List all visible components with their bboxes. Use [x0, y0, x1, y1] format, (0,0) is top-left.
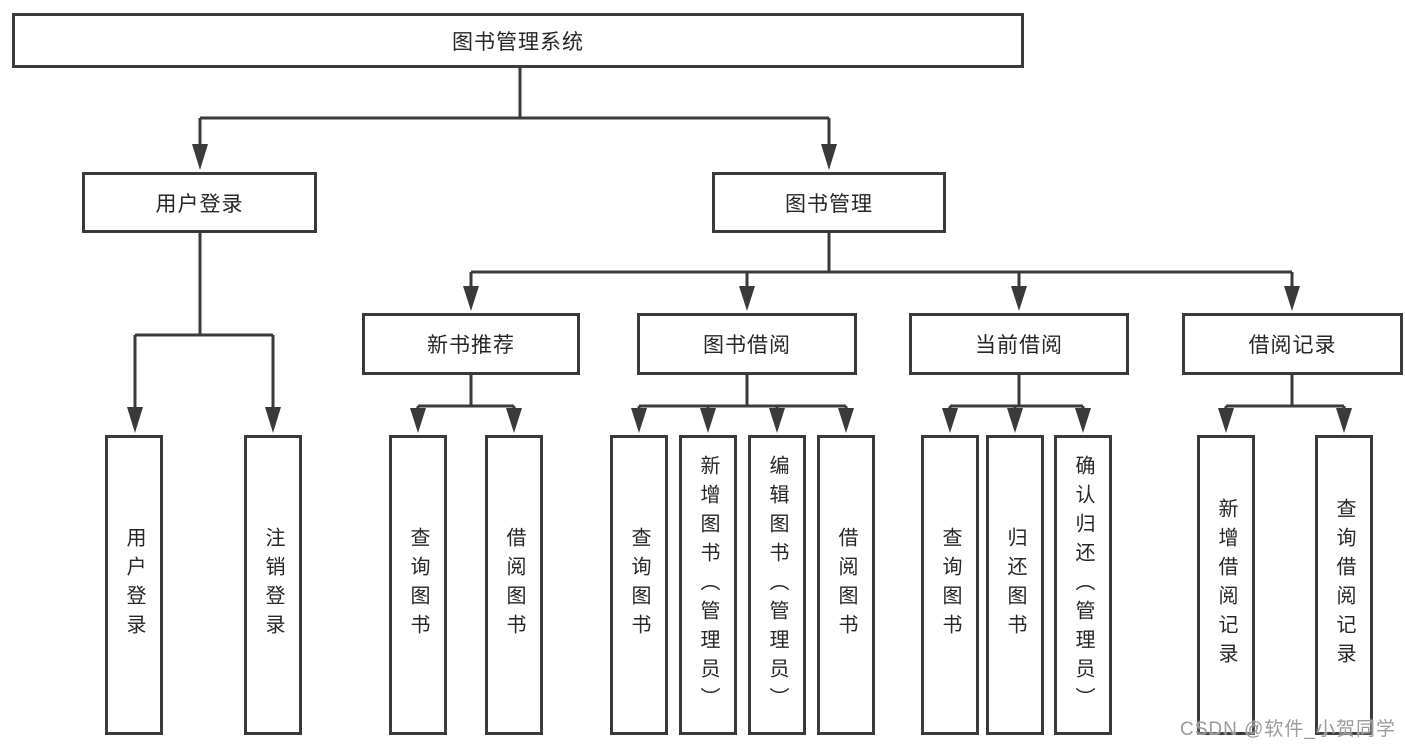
leaf-query-books-current: 查询图书: [921, 435, 979, 735]
node-new-book-recommend-label: 新书推荐: [427, 334, 515, 357]
connector-current-borrow: [942, 375, 1091, 433]
leaf-add-borrow-record-label: 新增借阅记录: [1215, 498, 1237, 672]
node-book-management-label: 图书管理: [785, 192, 873, 216]
leaf-borrow-books-recommend: 借阅图书: [485, 435, 543, 735]
node-book-management: 图书管理: [712, 172, 946, 233]
leaf-user-login: 用户登录: [105, 435, 163, 735]
leaf-query-borrow-record: 查询借阅记录: [1315, 435, 1373, 735]
node-book-borrow: 图书借阅: [637, 313, 857, 375]
leaf-add-book-admin: 新增图书（管理员）: [679, 435, 737, 735]
leaf-borrow-books-label: 借阅图书: [835, 527, 857, 643]
leaf-query-books-borrow: 查询图书: [610, 435, 668, 735]
connector-book-borrow: [631, 375, 854, 433]
leaf-logout-label: 注销登录: [262, 527, 284, 643]
connector-book-management: [463, 233, 1300, 311]
leaf-confirm-return-admin-label: 确认归还（管理员）: [1072, 454, 1094, 716]
node-library-system: 图书管理系统: [12, 13, 1024, 68]
connector-new-book-recommend: [410, 375, 522, 433]
node-library-system-label: 图书管理系统: [452, 30, 584, 54]
watermark: CSDN @软件_小贺同学: [1180, 719, 1396, 740]
node-book-borrow-label: 图书借阅: [703, 334, 791, 357]
leaf-query-books-recommend: 查询图书: [389, 435, 447, 735]
leaf-add-borrow-record: 新增借阅记录: [1197, 435, 1255, 735]
leaf-add-book-admin-label: 新增图书（管理员）: [697, 454, 719, 716]
leaf-borrow-books: 借阅图书: [817, 435, 875, 735]
connector-borrow-records: [1218, 375, 1352, 433]
leaf-borrow-books-recommend-label: 借阅图书: [503, 527, 525, 643]
leaf-query-books-current-label: 查询图书: [939, 527, 961, 643]
leaf-query-borrow-record-label: 查询借阅记录: [1333, 498, 1355, 672]
node-user-login: 用户登录: [82, 172, 317, 233]
connector-user-login: [127, 233, 281, 433]
leaf-edit-book-admin: 编辑图书（管理员）: [748, 435, 806, 735]
leaf-query-books-recommend-label: 查询图书: [407, 527, 429, 643]
leaf-query-books-borrow-label: 查询图书: [628, 527, 650, 643]
node-borrow-records-label: 借阅记录: [1248, 334, 1337, 357]
leaf-edit-book-admin-label: 编辑图书（管理员）: [766, 454, 788, 716]
node-current-borrow-label: 当前借阅: [975, 334, 1063, 357]
leaf-logout: 注销登录: [244, 435, 302, 735]
leaf-return-book-label: 归还图书: [1004, 527, 1026, 643]
leaf-return-book: 归还图书: [986, 435, 1044, 735]
leaf-confirm-return-admin: 确认归还（管理员）: [1054, 435, 1112, 735]
node-borrow-records: 借阅记录: [1182, 313, 1403, 375]
leaf-user-login-label: 用户登录: [123, 527, 145, 643]
node-new-book-recommend: 新书推荐: [362, 313, 580, 375]
node-current-borrow: 当前借阅: [909, 313, 1129, 375]
connector-root: [192, 68, 837, 170]
node-user-login-label: 用户登录: [155, 192, 244, 216]
